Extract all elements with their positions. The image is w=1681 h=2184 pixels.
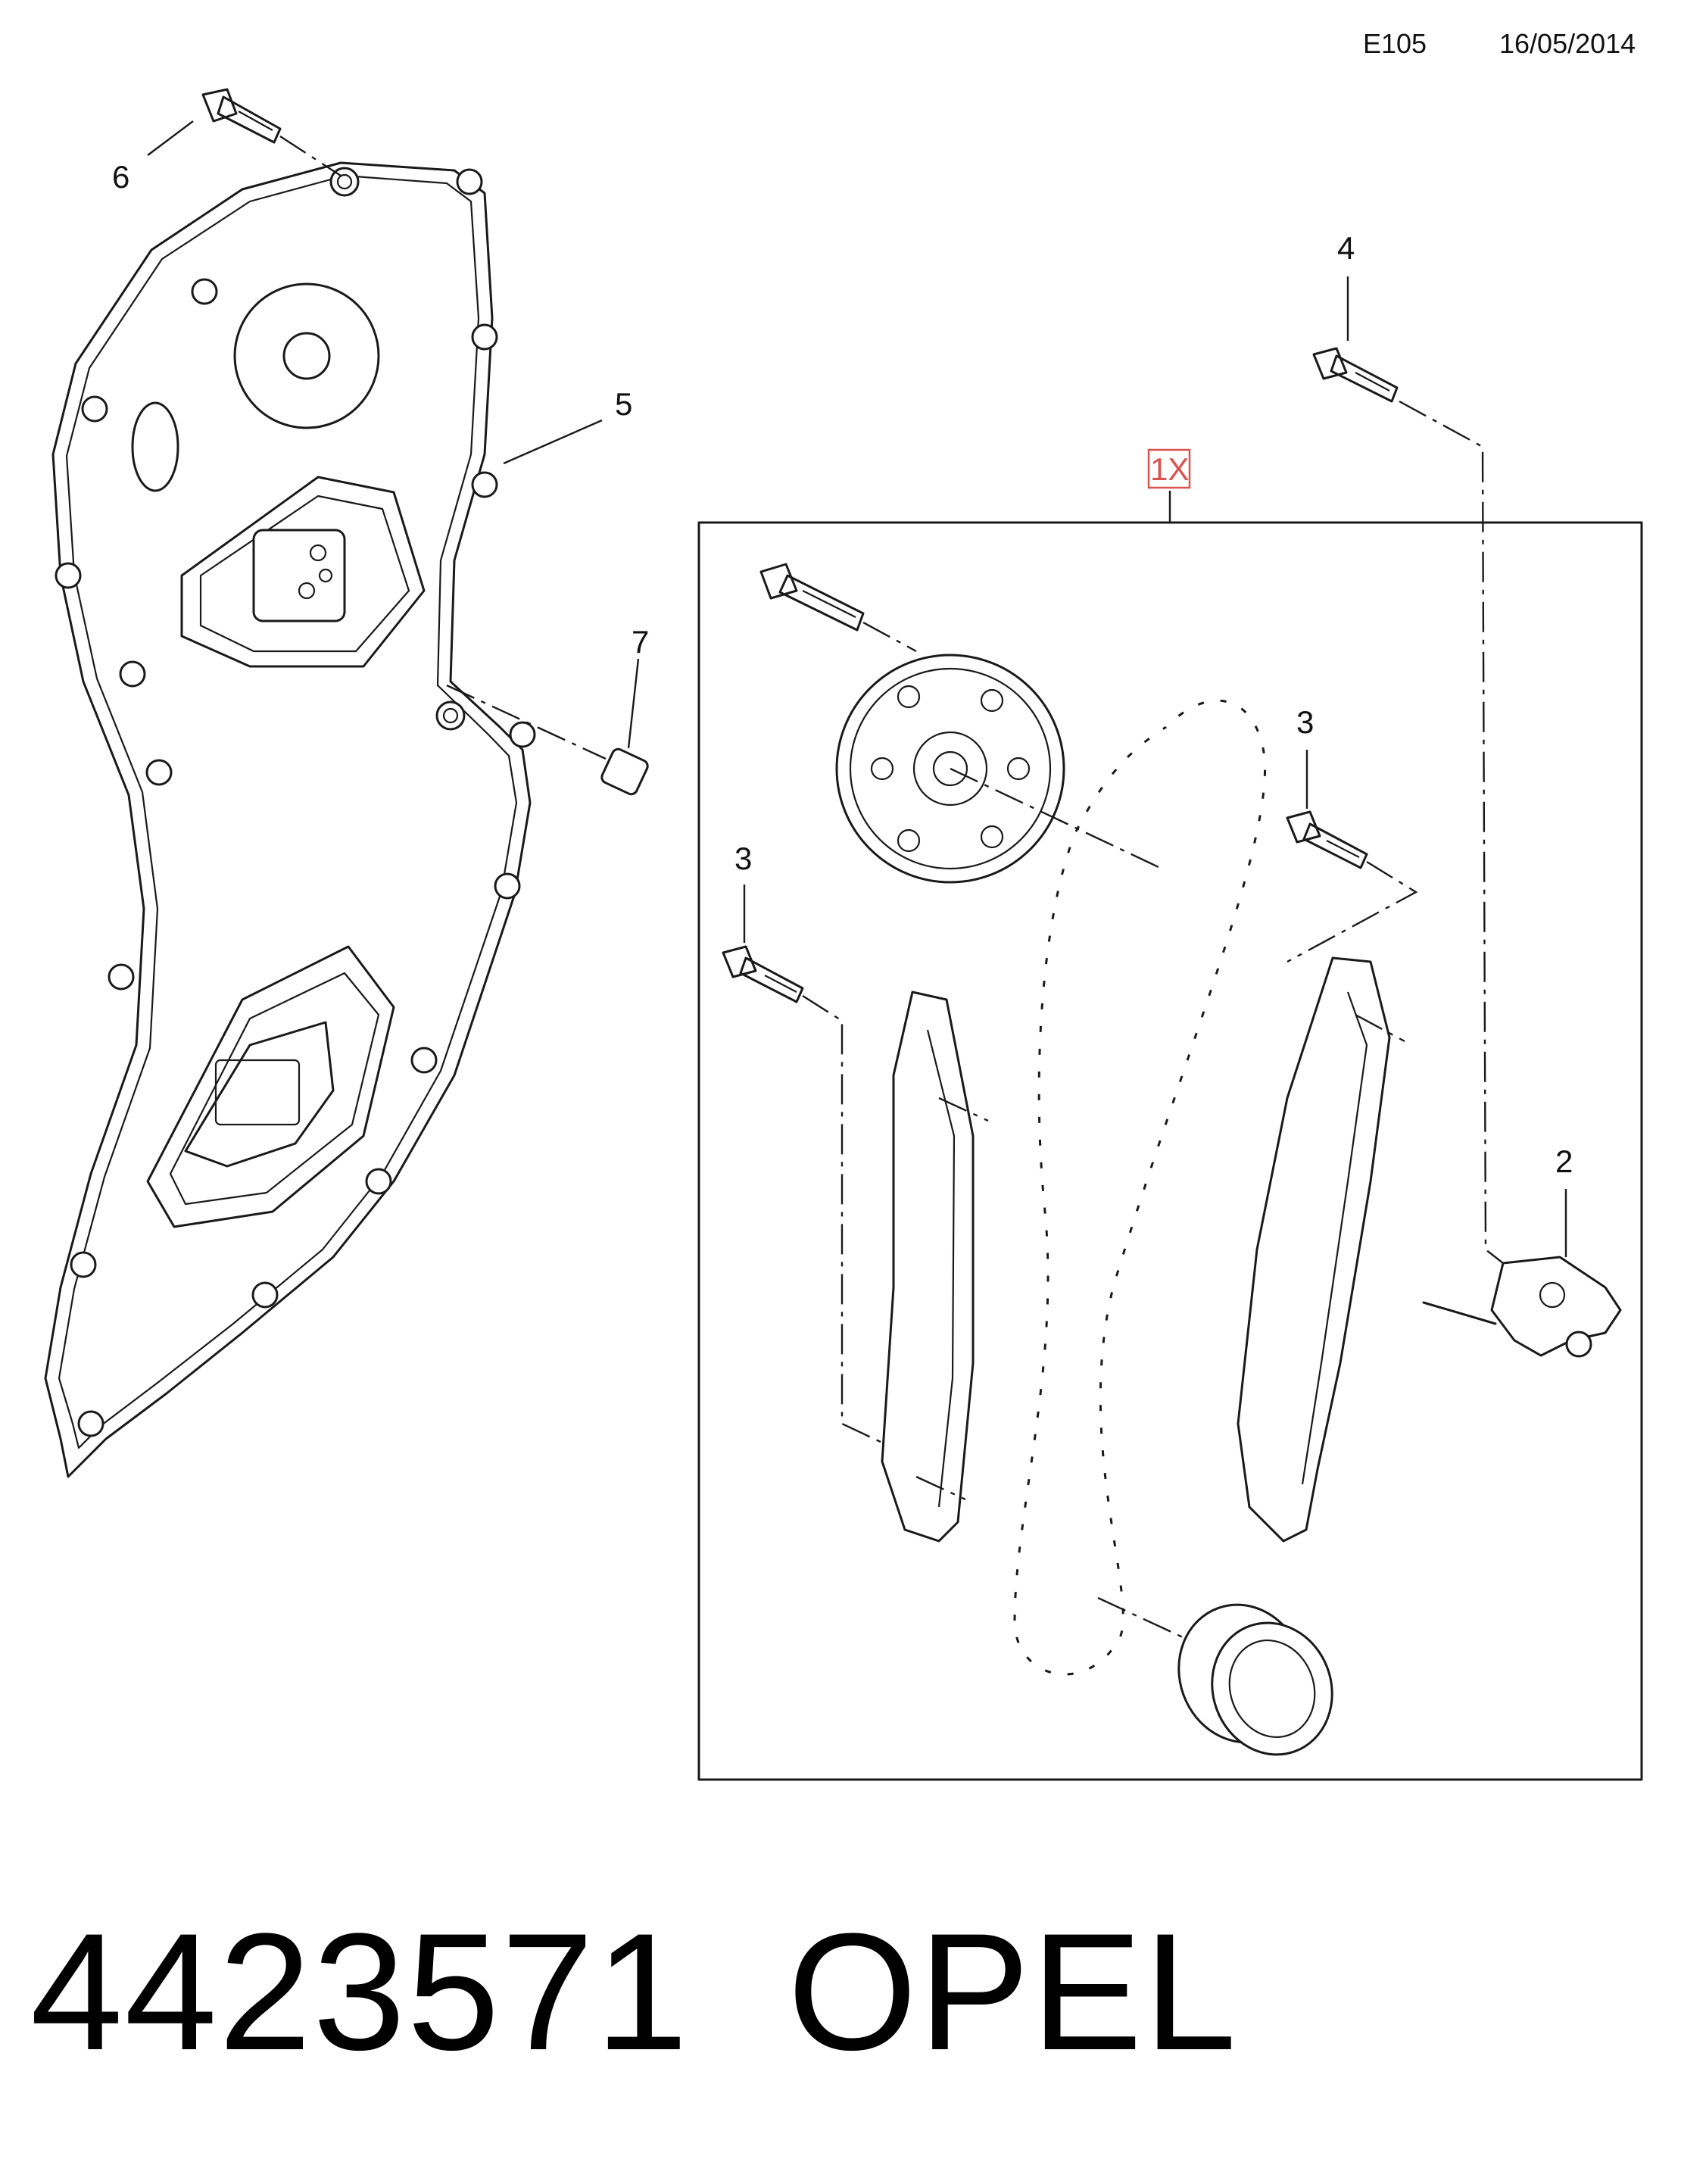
callout-4: 4 <box>1337 230 1355 266</box>
chain-tensioner: 2 <box>1422 1143 1622 1358</box>
guide-bolt-left: 3 <box>722 841 883 1444</box>
callout-7: 7 <box>632 624 649 660</box>
right-chain-guide <box>1237 956 1405 1543</box>
part-number: 4423571 <box>30 1899 690 2085</box>
timing-chain <box>1008 694 1271 1680</box>
callout-3-left: 3 <box>734 841 752 876</box>
tensioner-bolt: 4 <box>1312 230 1504 1264</box>
dowel-pin: 7 <box>446 624 649 796</box>
group-label: 1X <box>1150 451 1189 487</box>
guide-bolt-right: 3 <box>1286 704 1418 963</box>
brand-name: OPEL <box>787 1899 1238 2085</box>
group-box <box>697 521 1643 1781</box>
diagram-date: 16/05/2014 <box>1499 28 1636 59</box>
diagram-code: E105 <box>1363 28 1427 59</box>
crankshaft-sprocket <box>1097 1596 1333 1756</box>
callout-6: 6 <box>112 159 129 195</box>
callout-5: 5 <box>615 386 632 422</box>
callout-2: 2 <box>1555 1143 1573 1179</box>
group-label-box <box>1147 448 1191 489</box>
left-chain-guide <box>881 991 989 1543</box>
camshaft-sprocket <box>835 654 1159 884</box>
timing-kit-group: 1X <box>697 448 1643 1781</box>
timing-cover <box>44 161 536 1478</box>
callout-3-right: 3 <box>1296 704 1314 740</box>
cover-bolt: 6 <box>112 88 342 195</box>
